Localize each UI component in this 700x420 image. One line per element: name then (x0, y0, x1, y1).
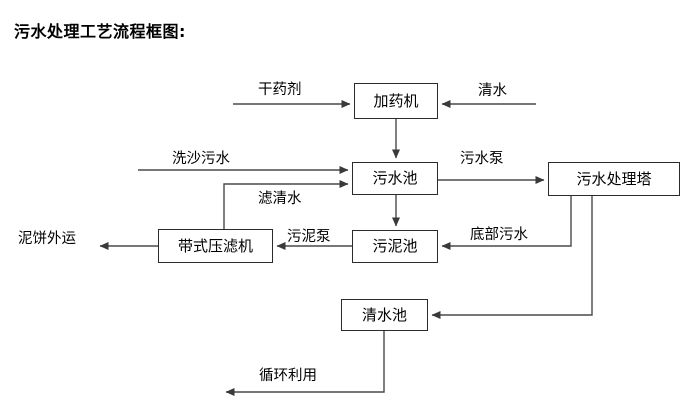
edge-label-filtered-water: 滤清水 (258, 191, 302, 207)
node-wastewater-pool[interactable]: 污水池 (352, 162, 438, 195)
page-title: 污水处理工艺流程框图: (14, 22, 186, 41)
node-label: 带式压滤机 (177, 236, 253, 255)
edge-press-to-wastewater-pool (223, 180, 349, 229)
node-label: 清水池 (361, 305, 407, 324)
edge-label-sludge-pump: 污泥泵 (287, 229, 331, 245)
edge-tower-to-sludge-pool (441, 196, 572, 250)
edge-label-bottom-wastewater: 底部污水 (470, 227, 528, 243)
node-sludge-pool[interactable]: 污泥池 (352, 230, 438, 263)
node-label: 污水池 (372, 169, 418, 187)
edge-label-sewage-pump: 污水泵 (460, 151, 504, 167)
edge-label-clean-water: 清水 (478, 83, 507, 99)
node-label: 污水处理塔 (576, 169, 652, 188)
node-dosing-machine[interactable]: 加药机 (354, 83, 438, 119)
node-belt-filter-press[interactable]: 带式压滤机 (158, 229, 273, 263)
node-clear-water-pool[interactable]: 清水池 (341, 299, 428, 331)
node-treatment-tower[interactable]: 污水处理塔 (548, 162, 680, 196)
edge-label-dry-chemical: 干药剂 (258, 82, 302, 98)
edge-label-sand-wash-water: 洗沙污水 (172, 151, 230, 167)
terminal-label-mud-cake-transport: 泥饼外运 (18, 231, 76, 247)
edge-tower-to-clear-water-pool (431, 196, 593, 319)
node-label: 加药机 (373, 91, 419, 110)
edge-clear-water-pool-to-reuse (225, 331, 385, 396)
edge-label-recycle-reuse: 循环利用 (259, 368, 317, 384)
node-label: 污泥池 (372, 237, 418, 255)
